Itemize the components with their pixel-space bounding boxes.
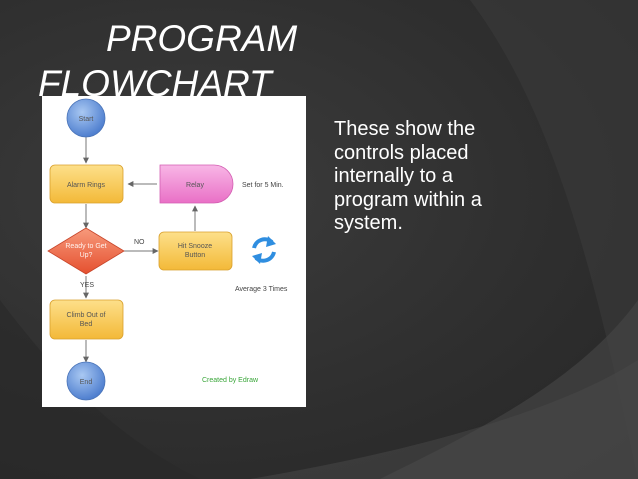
- decision-label-line-1: Ready to Get: [65, 243, 106, 250]
- no-label: NO: [134, 239, 145, 246]
- decision-label-line-2: Up?: [80, 252, 93, 259]
- flowchart-image: Start Alarm Rings Relay Set for 5 Min. R…: [42, 96, 306, 407]
- title-line-2: FLOWCHART: [38, 63, 272, 96]
- alarm-node: [49, 164, 124, 204]
- snooze-node: [158, 231, 233, 271]
- snooze-label-line-1: Hit Snooze: [178, 243, 212, 250]
- body-text: These show the controls placed internall…: [334, 118, 482, 234]
- start-label: Start: [79, 116, 94, 123]
- end-label: End: [80, 379, 93, 386]
- climb-label-line-1: Climb Out of: [67, 312, 106, 319]
- refresh-icon: [252, 236, 276, 264]
- relay-node: [159, 164, 234, 204]
- alarm-label: Alarm Rings: [67, 182, 106, 189]
- snooze-note: Average 3 Times: [235, 286, 288, 293]
- relay-label: Relay: [186, 182, 204, 189]
- title-line-1: PROGRAM: [106, 18, 298, 59]
- slide-title: PROGRAM FLOWCHART: [38, 16, 318, 96]
- end-node: [66, 361, 106, 401]
- climb-node: [49, 299, 124, 340]
- decision-node: [47, 227, 125, 275]
- edraw-credit: Created by Edraw: [202, 377, 259, 384]
- climb-label-line-2: Bed: [80, 321, 93, 328]
- relay-note: Set for 5 Min.: [242, 182, 284, 189]
- start-node: [66, 98, 106, 138]
- yes-label: YES: [80, 282, 94, 289]
- snooze-label-line-2: Button: [185, 252, 205, 259]
- flowchart-svg: Start Alarm Rings Relay Set for 5 Min. R…: [47, 98, 288, 401]
